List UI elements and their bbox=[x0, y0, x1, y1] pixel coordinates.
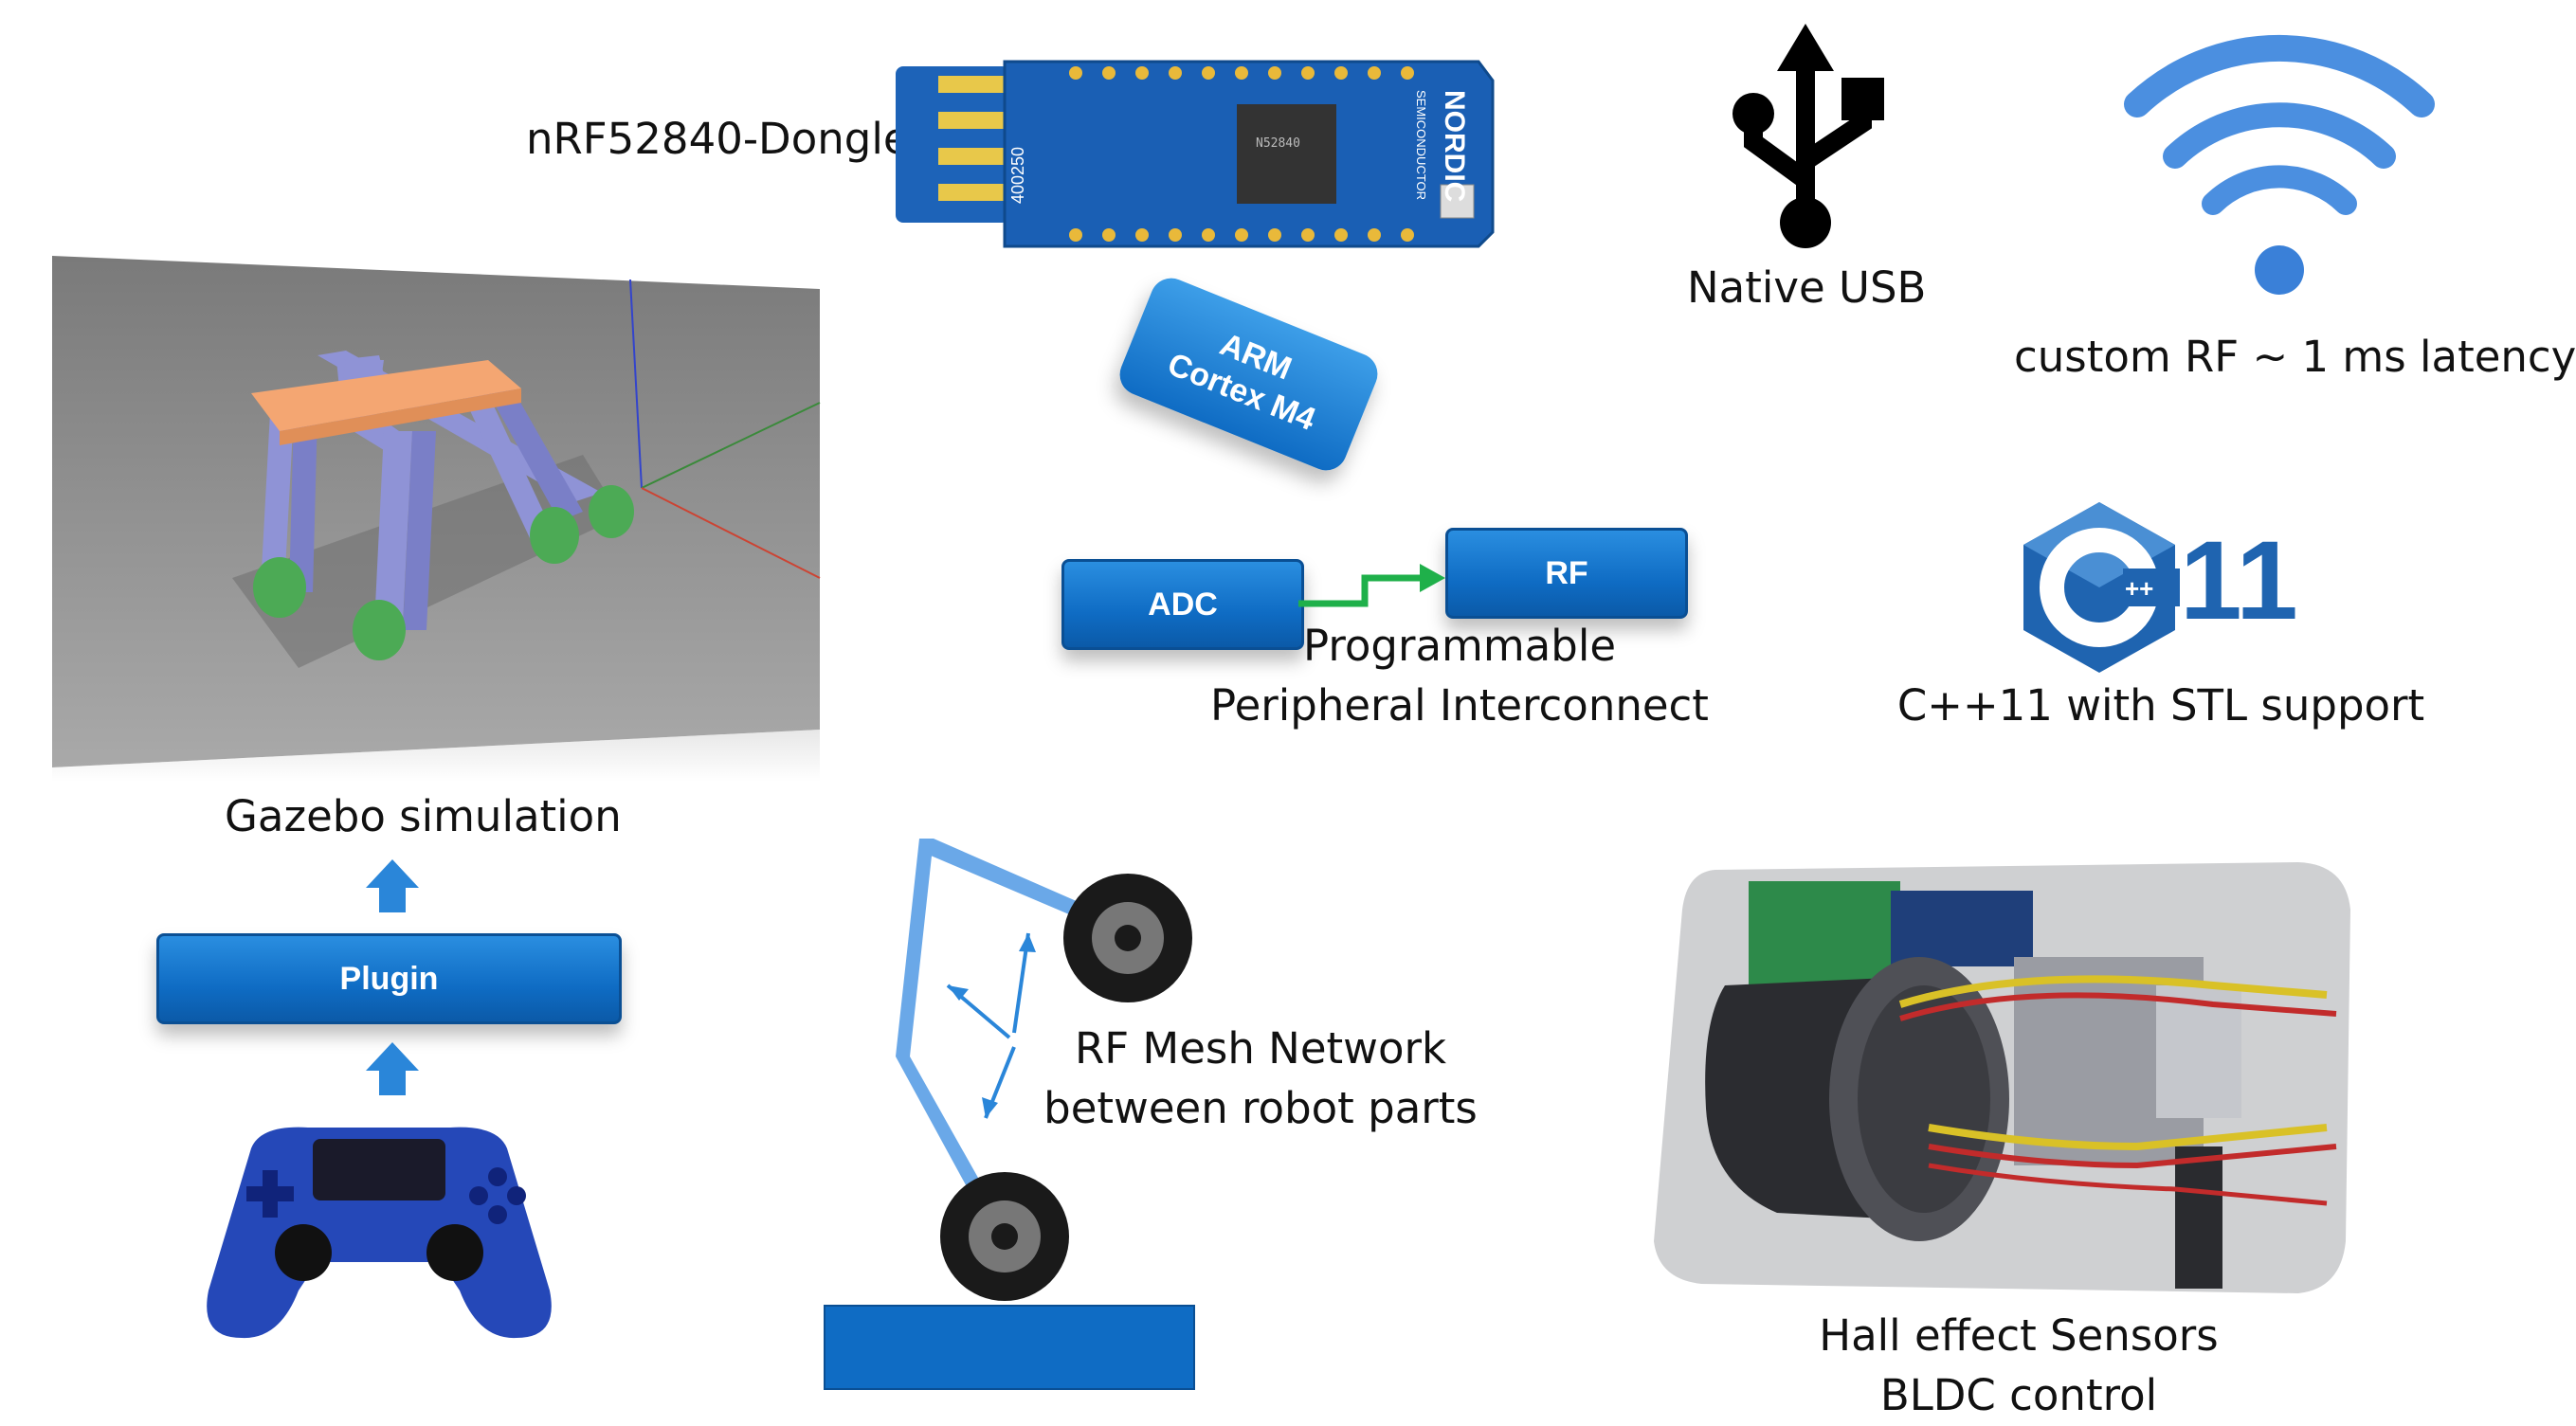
usb-icon bbox=[1732, 24, 1884, 248]
gazebo-view bbox=[52, 256, 821, 782]
dongle-board-icon: N52840 NORDIC SEMICONDUCTOR 400250 bbox=[896, 60, 1495, 248]
svg-text:NORDIC: NORDIC bbox=[1439, 90, 1470, 202]
gazebo-label: Gazebo simulation bbox=[225, 791, 622, 841]
connect-arrow-icon bbox=[1298, 564, 1445, 607]
plugin-box: Plugin bbox=[156, 933, 622, 1024]
arm-chip: ARM Cortex M4 bbox=[1113, 271, 1385, 478]
wheel-icon bbox=[1063, 874, 1192, 1002]
wifi-icon bbox=[2124, 35, 2435, 295]
usb-label: Native USB bbox=[1687, 262, 1927, 313]
dongle-label: nRF52840-Dongle bbox=[526, 114, 910, 164]
up-arrow-icon-2 bbox=[366, 1042, 419, 1095]
mesh-arm-diagram bbox=[824, 839, 1195, 1390]
hall-label-1: Hall effect Sensors bbox=[1819, 1310, 2219, 1361]
mesh-label-2: between robot parts bbox=[1043, 1083, 1478, 1133]
cpp-version: 11 bbox=[2180, 518, 2298, 643]
svg-text:400250: 400250 bbox=[1008, 147, 1027, 204]
rf-box: RF bbox=[1445, 528, 1688, 619]
motor-photo bbox=[1654, 862, 2350, 1293]
svg-text:SEMICONDUCTOR: SEMICONDUCTOR bbox=[1414, 90, 1428, 200]
svg-text:N52840: N52840 bbox=[1256, 136, 1300, 151]
gamepad-icon bbox=[207, 1127, 552, 1339]
adc-box: ADC bbox=[1061, 559, 1304, 650]
hall-label-2: BLDC control bbox=[1879, 1370, 2158, 1420]
rf-latency-label: custom RF ~ 1 ms latency bbox=[2014, 332, 2576, 382]
mesh-label-1: RF Mesh Network bbox=[1074, 1023, 1447, 1074]
svg-text:++: ++ bbox=[2125, 574, 2153, 603]
wheel-icon-2 bbox=[940, 1172, 1069, 1301]
cpp-caption: C++11 with STL support bbox=[1896, 680, 2425, 731]
ppi-label-2: Peripheral Interconnect bbox=[1210, 680, 1709, 731]
cpp-logo-icon: ++ bbox=[2023, 502, 2180, 673]
ppi-label-1: Programmable bbox=[1302, 621, 1617, 671]
up-arrow-icon bbox=[366, 859, 419, 912]
